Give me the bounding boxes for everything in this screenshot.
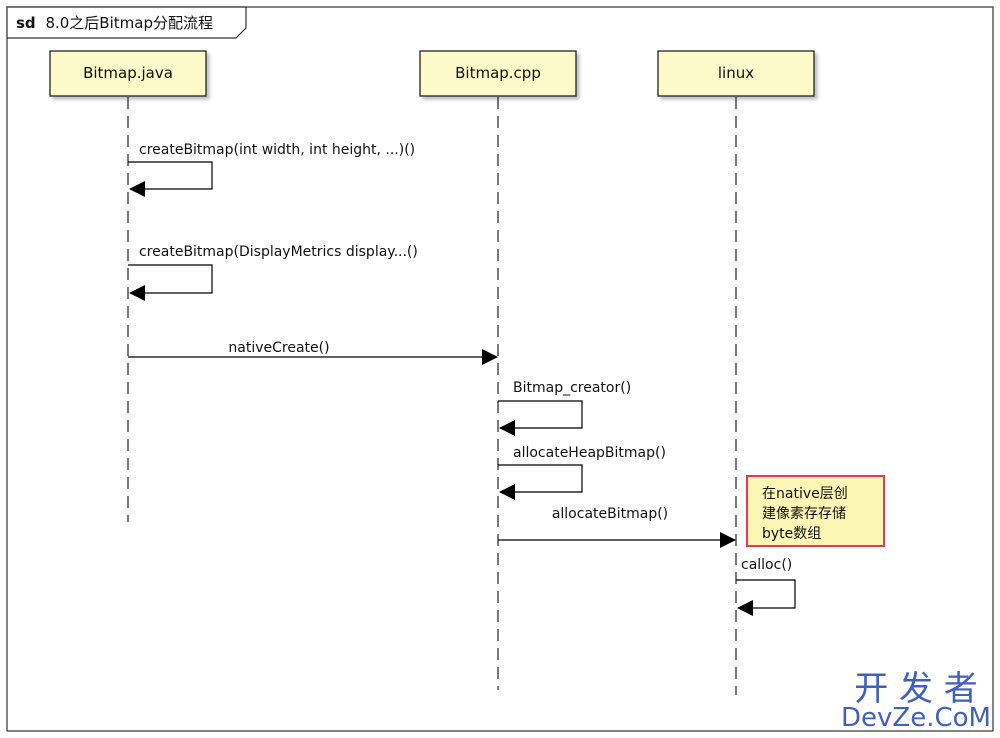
- message-create-bitmap-display: createBitmap(DisplayMetrics display...(): [128, 244, 418, 301]
- message-label: allocateBitmap(): [552, 506, 668, 522]
- self-call-arrow: [128, 264, 213, 301]
- message-label: nativeCreate(): [228, 340, 329, 356]
- message-label: allocateHeapBitmap(): [513, 445, 666, 461]
- participant-label: linux: [718, 64, 754, 82]
- self-call-arrow: [736, 579, 796, 616]
- note-line: 建像素存存储: [762, 506, 846, 522]
- message-allocate-heap-bitmap: allocateHeapBitmap(): [498, 445, 666, 500]
- note-native-allocation: 在native层创 建像素存存储 byte数组: [746, 475, 885, 547]
- message-calloc: calloc(): [736, 557, 796, 616]
- note-line: byte数组: [762, 526, 821, 542]
- participant-linux: linux: [657, 50, 815, 97]
- participant-bitmap-cpp: Bitmap.cpp: [419, 50, 577, 97]
- frame-keyword: sd: [16, 14, 36, 32]
- message-label: createBitmap(int width, int height, ...)…: [139, 142, 415, 158]
- self-call-arrow: [498, 400, 583, 436]
- note-line: 在native层创: [762, 486, 848, 502]
- participant-label: Bitmap.java: [83, 64, 173, 82]
- message-allocate-bitmap: allocateBitmap(): [498, 506, 736, 548]
- message-label: calloc(): [741, 557, 792, 573]
- self-call-arrow: [498, 464, 583, 500]
- frame-title-tab: [6, 6, 247, 39]
- message-native-create: nativeCreate(): [128, 340, 498, 365]
- watermark-line1: 开 发 者: [854, 669, 978, 709]
- message-create-bitmap-int: createBitmap(int width, int height, ...)…: [128, 142, 415, 197]
- frame-title-text: 8.0之后Bitmap分配流程: [45, 14, 213, 32]
- frame-title: sd 8.0之后Bitmap分配流程: [16, 14, 213, 32]
- diagram-frame: [6, 6, 994, 732]
- message-label: Bitmap_creator(): [513, 380, 631, 396]
- watermark-line2: DevZe.CoM: [841, 703, 991, 733]
- message-bitmap-creator: Bitmap_creator(): [498, 380, 631, 436]
- message-label: createBitmap(DisplayMetrics display...(): [139, 244, 418, 260]
- participant-bitmap-java: Bitmap.java: [49, 50, 207, 97]
- participant-label: Bitmap.cpp: [455, 64, 541, 82]
- self-call-arrow: [128, 161, 213, 197]
- watermark: 开 发 者 DevZe.CoM: [841, 669, 991, 733]
